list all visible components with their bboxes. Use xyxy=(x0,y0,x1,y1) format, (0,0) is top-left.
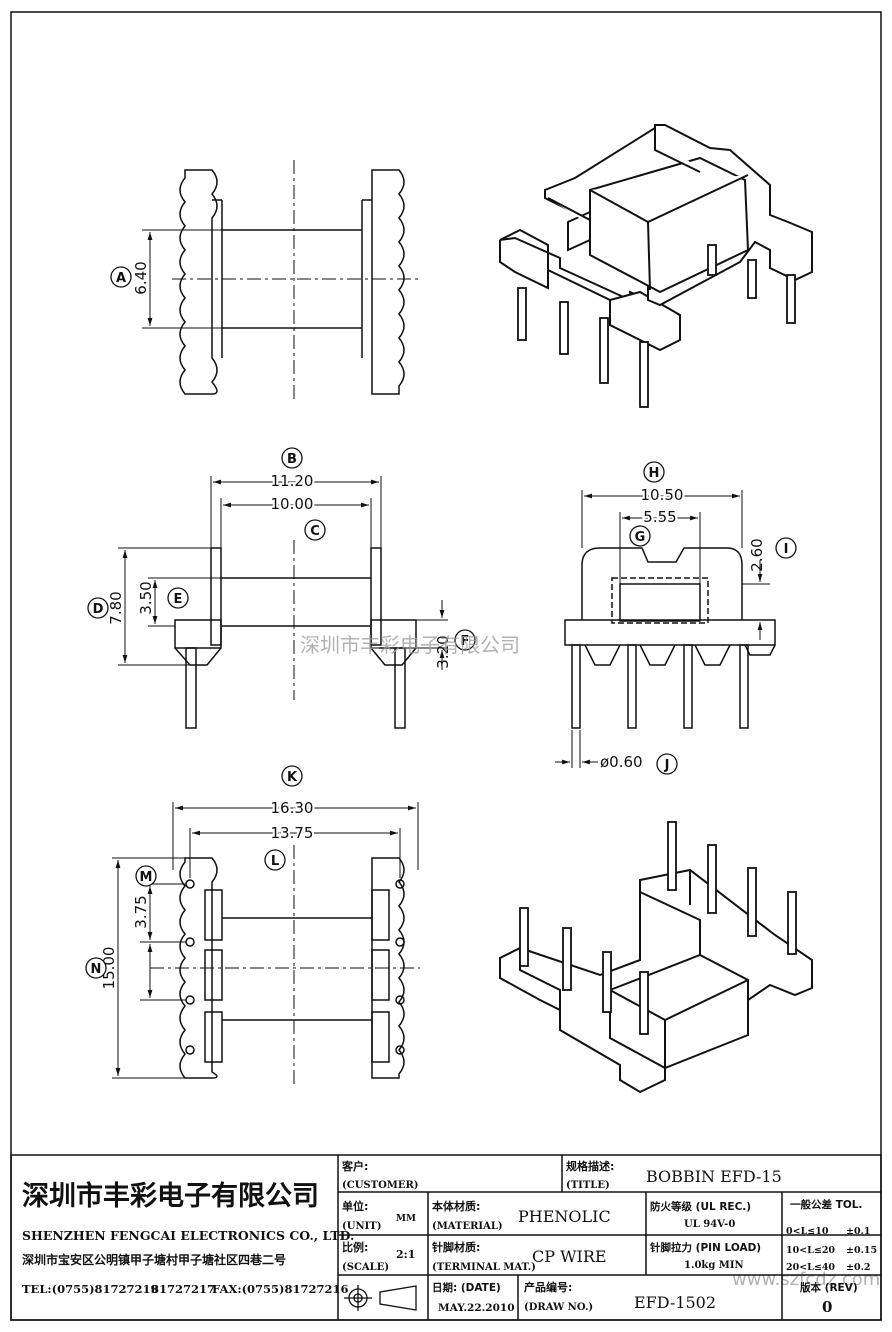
tol-value-1: ±0.1 xyxy=(846,1226,871,1237)
marker-d: D xyxy=(87,597,109,619)
dim-l: 13.75 xyxy=(271,824,314,842)
marker-c: C xyxy=(304,519,326,541)
svg-text:D: D xyxy=(93,602,104,617)
unit-value: MM xyxy=(396,1214,416,1224)
bottom-view xyxy=(179,857,405,1079)
title-label-en: (TITLE) xyxy=(566,1180,610,1191)
terminal-label-en: (TERMINAL MAT.) xyxy=(432,1262,536,1273)
marker-m: M xyxy=(135,865,157,887)
svg-text:E: E xyxy=(174,592,183,607)
title-label: 规格描述: xyxy=(566,1159,614,1173)
unit-label-en: (UNIT) xyxy=(342,1221,381,1232)
date-value: MAY.22.2010 xyxy=(438,1302,515,1314)
rev-label: 版本 (REV) xyxy=(800,1281,858,1294)
svg-text:K: K xyxy=(287,770,298,785)
dim-j: ø0.60 xyxy=(600,753,643,771)
marker-h: H xyxy=(643,461,665,483)
marker-e: E xyxy=(167,587,189,609)
front-view xyxy=(174,547,417,729)
rev-value: 0 xyxy=(822,1298,832,1316)
svg-text:H: H xyxy=(649,466,660,481)
isometric-view-1 xyxy=(499,124,813,352)
dim-i: 2.60 xyxy=(748,538,766,571)
drawno-label-en: (DRAW NO.) xyxy=(524,1302,593,1313)
marker-circles: A B C D E F G H I J K L M N xyxy=(85,266,797,979)
tol-range-3: 20<L≤40 xyxy=(786,1262,835,1273)
svg-text:A: A xyxy=(116,271,126,286)
projection-symbol-icon xyxy=(344,1285,417,1311)
svg-text:F: F xyxy=(461,634,470,649)
date-label: 日期: (DATE) xyxy=(432,1281,501,1294)
tol-range-2: 10<L≤20 xyxy=(786,1245,835,1256)
svg-text:G: G xyxy=(635,530,646,545)
customer-label: 客户: xyxy=(341,1159,368,1173)
dim-g: 5.55 xyxy=(643,508,676,526)
scale-label: 比例: xyxy=(342,1240,368,1254)
dim-d: 7.80 xyxy=(107,591,125,624)
tol-label: 一般公差 TOL. xyxy=(790,1198,862,1211)
isometric-pins-1 xyxy=(517,244,796,408)
tol-range-1: 0<L≤10 xyxy=(786,1226,829,1237)
side-view xyxy=(564,547,776,729)
customer-label-en: (CUSTOMER) xyxy=(342,1180,419,1191)
pin-load-value: 1.0kg MIN xyxy=(684,1260,744,1271)
dim-b: 11.20 xyxy=(271,472,314,490)
flame-value: UL 94V-0 xyxy=(684,1219,735,1230)
svg-text:I: I xyxy=(784,542,789,557)
svg-text:B: B xyxy=(287,452,297,467)
isometric-view-2 xyxy=(499,868,813,1094)
terminal-label: 针脚材质: xyxy=(432,1240,480,1254)
flame-label: 防火等级 (UL REC.) xyxy=(650,1200,751,1213)
company-name-en: SHENZHEN FENGCAI ELECTRONICS CO., LTD. xyxy=(22,1228,354,1243)
dim-c: 10.00 xyxy=(271,495,314,513)
marker-i: I xyxy=(775,537,797,559)
marker-f: F xyxy=(454,629,476,651)
marker-l: L xyxy=(264,849,286,871)
dim-h: 10.50 xyxy=(641,486,684,504)
marker-a: A xyxy=(110,266,132,288)
material-label-en: (MATERIAL) xyxy=(432,1221,503,1232)
scale-label-en: (SCALE) xyxy=(342,1262,389,1273)
dim-e: 3.50 xyxy=(137,581,155,614)
scale-value: 2:1 xyxy=(396,1248,415,1261)
marker-j: J xyxy=(656,753,678,775)
watermark-center: 深圳市丰彩电子有限公司 xyxy=(300,633,520,657)
company-name-cn: 深圳市丰彩电子有限公司 xyxy=(22,1180,319,1212)
isometric-pins-2 xyxy=(519,821,797,1035)
dim-k: 16.30 xyxy=(271,799,314,817)
title-block-grid xyxy=(10,1154,882,1321)
svg-text:J: J xyxy=(664,758,670,773)
pin-load-label: 针脚拉力 (PIN LOAD) xyxy=(649,1241,761,1254)
title-value: BOBBIN EFD-15 xyxy=(646,1167,782,1186)
company-fax: FAX:(0755)81727216 xyxy=(212,1282,348,1296)
company-tel: TEL:(0755)81727219 xyxy=(22,1282,159,1296)
drawno-label: 产品编号: xyxy=(524,1280,572,1294)
material-label: 本体材质: xyxy=(432,1199,480,1213)
terminal-value: CP WIRE xyxy=(532,1247,607,1266)
company-address: 深圳市宝安区公明镇甲子塘村甲子塘社区四巷二号 xyxy=(22,1252,286,1267)
tol-value-3: ±0.2 xyxy=(846,1262,871,1273)
material-value: PHENOLIC xyxy=(518,1207,611,1226)
svg-text:M: M xyxy=(140,870,153,885)
dim-a: 6.40 xyxy=(132,261,150,294)
marker-g: G xyxy=(629,525,651,547)
marker-b: B xyxy=(281,447,303,469)
svg-text:N: N xyxy=(91,962,102,977)
drawno-value: EFD-1502 xyxy=(634,1293,716,1312)
unit-label: 单位: xyxy=(342,1199,368,1213)
svg-text:C: C xyxy=(310,524,320,539)
dim-n: 15.00 xyxy=(100,947,118,990)
marker-k: K xyxy=(281,765,303,787)
company-tel2: 81727217 xyxy=(151,1282,215,1296)
marker-n: N xyxy=(85,957,107,979)
tol-value-2: ±0.15 xyxy=(846,1245,877,1256)
top-view xyxy=(179,169,405,395)
dim-m: 3.75 xyxy=(132,895,150,928)
dim-f: 3.20 xyxy=(434,635,452,668)
svg-text:L: L xyxy=(271,854,279,869)
